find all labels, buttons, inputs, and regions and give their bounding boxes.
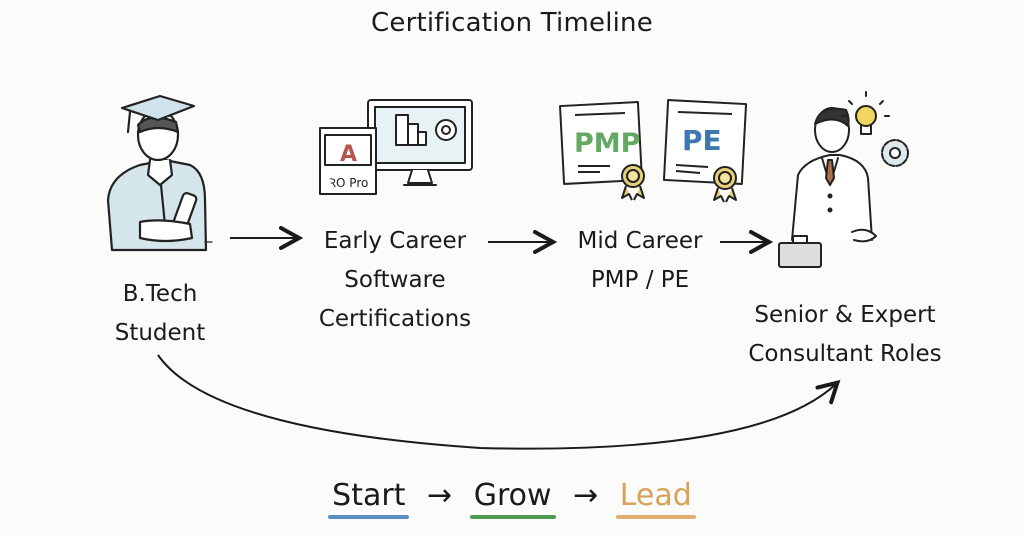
stage-senior-line1: Senior & Expert: [754, 302, 936, 328]
autocad-letter: A: [340, 142, 357, 167]
stage-early-line2: Software: [344, 267, 446, 293]
certificates-icon: [559, 99, 748, 203]
pe-badge: PE: [682, 124, 722, 157]
pro-label: ꝚO Pro: [329, 176, 368, 190]
slogan-arrow-1: →: [427, 478, 453, 513]
stage-student-line2: Student: [114, 320, 206, 346]
slogan-lead-text: Lead: [619, 478, 692, 513]
stage-mid-line2: PMP / PE: [590, 267, 690, 293]
slogan-grow: Grow: [469, 478, 556, 519]
stage-early-line3: Certifications: [318, 306, 472, 332]
slogan-grow-text: Grow: [473, 478, 552, 513]
stage-student: B.Tech Student: [95, 275, 225, 353]
stage-early-line1: Early Career: [323, 228, 467, 254]
slogan-start-text: Start: [332, 478, 406, 513]
graduate-student-icon: [106, 94, 213, 252]
grow-underline: [469, 515, 556, 519]
software-certification-icon: [319, 99, 473, 195]
slogan: Start → Grow → Lead: [0, 478, 1024, 519]
pmp-badge: PMP: [574, 128, 640, 159]
consultant-icon: [778, 91, 909, 268]
stage-mid-line1: Mid Career: [577, 228, 703, 254]
arrow-student-to-senior-curve: [157, 354, 836, 450]
slogan-start: Start: [328, 478, 410, 519]
stage-early-career: Early Career Software Certifications: [300, 222, 490, 339]
stage-mid-career: Mid Career PMP / PE: [560, 222, 720, 300]
start-underline: [328, 515, 410, 519]
stage-senior-line2: Consultant Roles: [748, 341, 942, 367]
slogan-lead: Lead: [615, 478, 696, 519]
lead-underline: [615, 515, 696, 519]
page-title: Certification Timeline: [371, 8, 653, 38]
stage-senior: Senior & Expert Consultant Roles: [735, 296, 955, 374]
stage-student-line1: B.Tech: [122, 281, 198, 307]
slogan-arrow-2: →: [573, 478, 599, 513]
